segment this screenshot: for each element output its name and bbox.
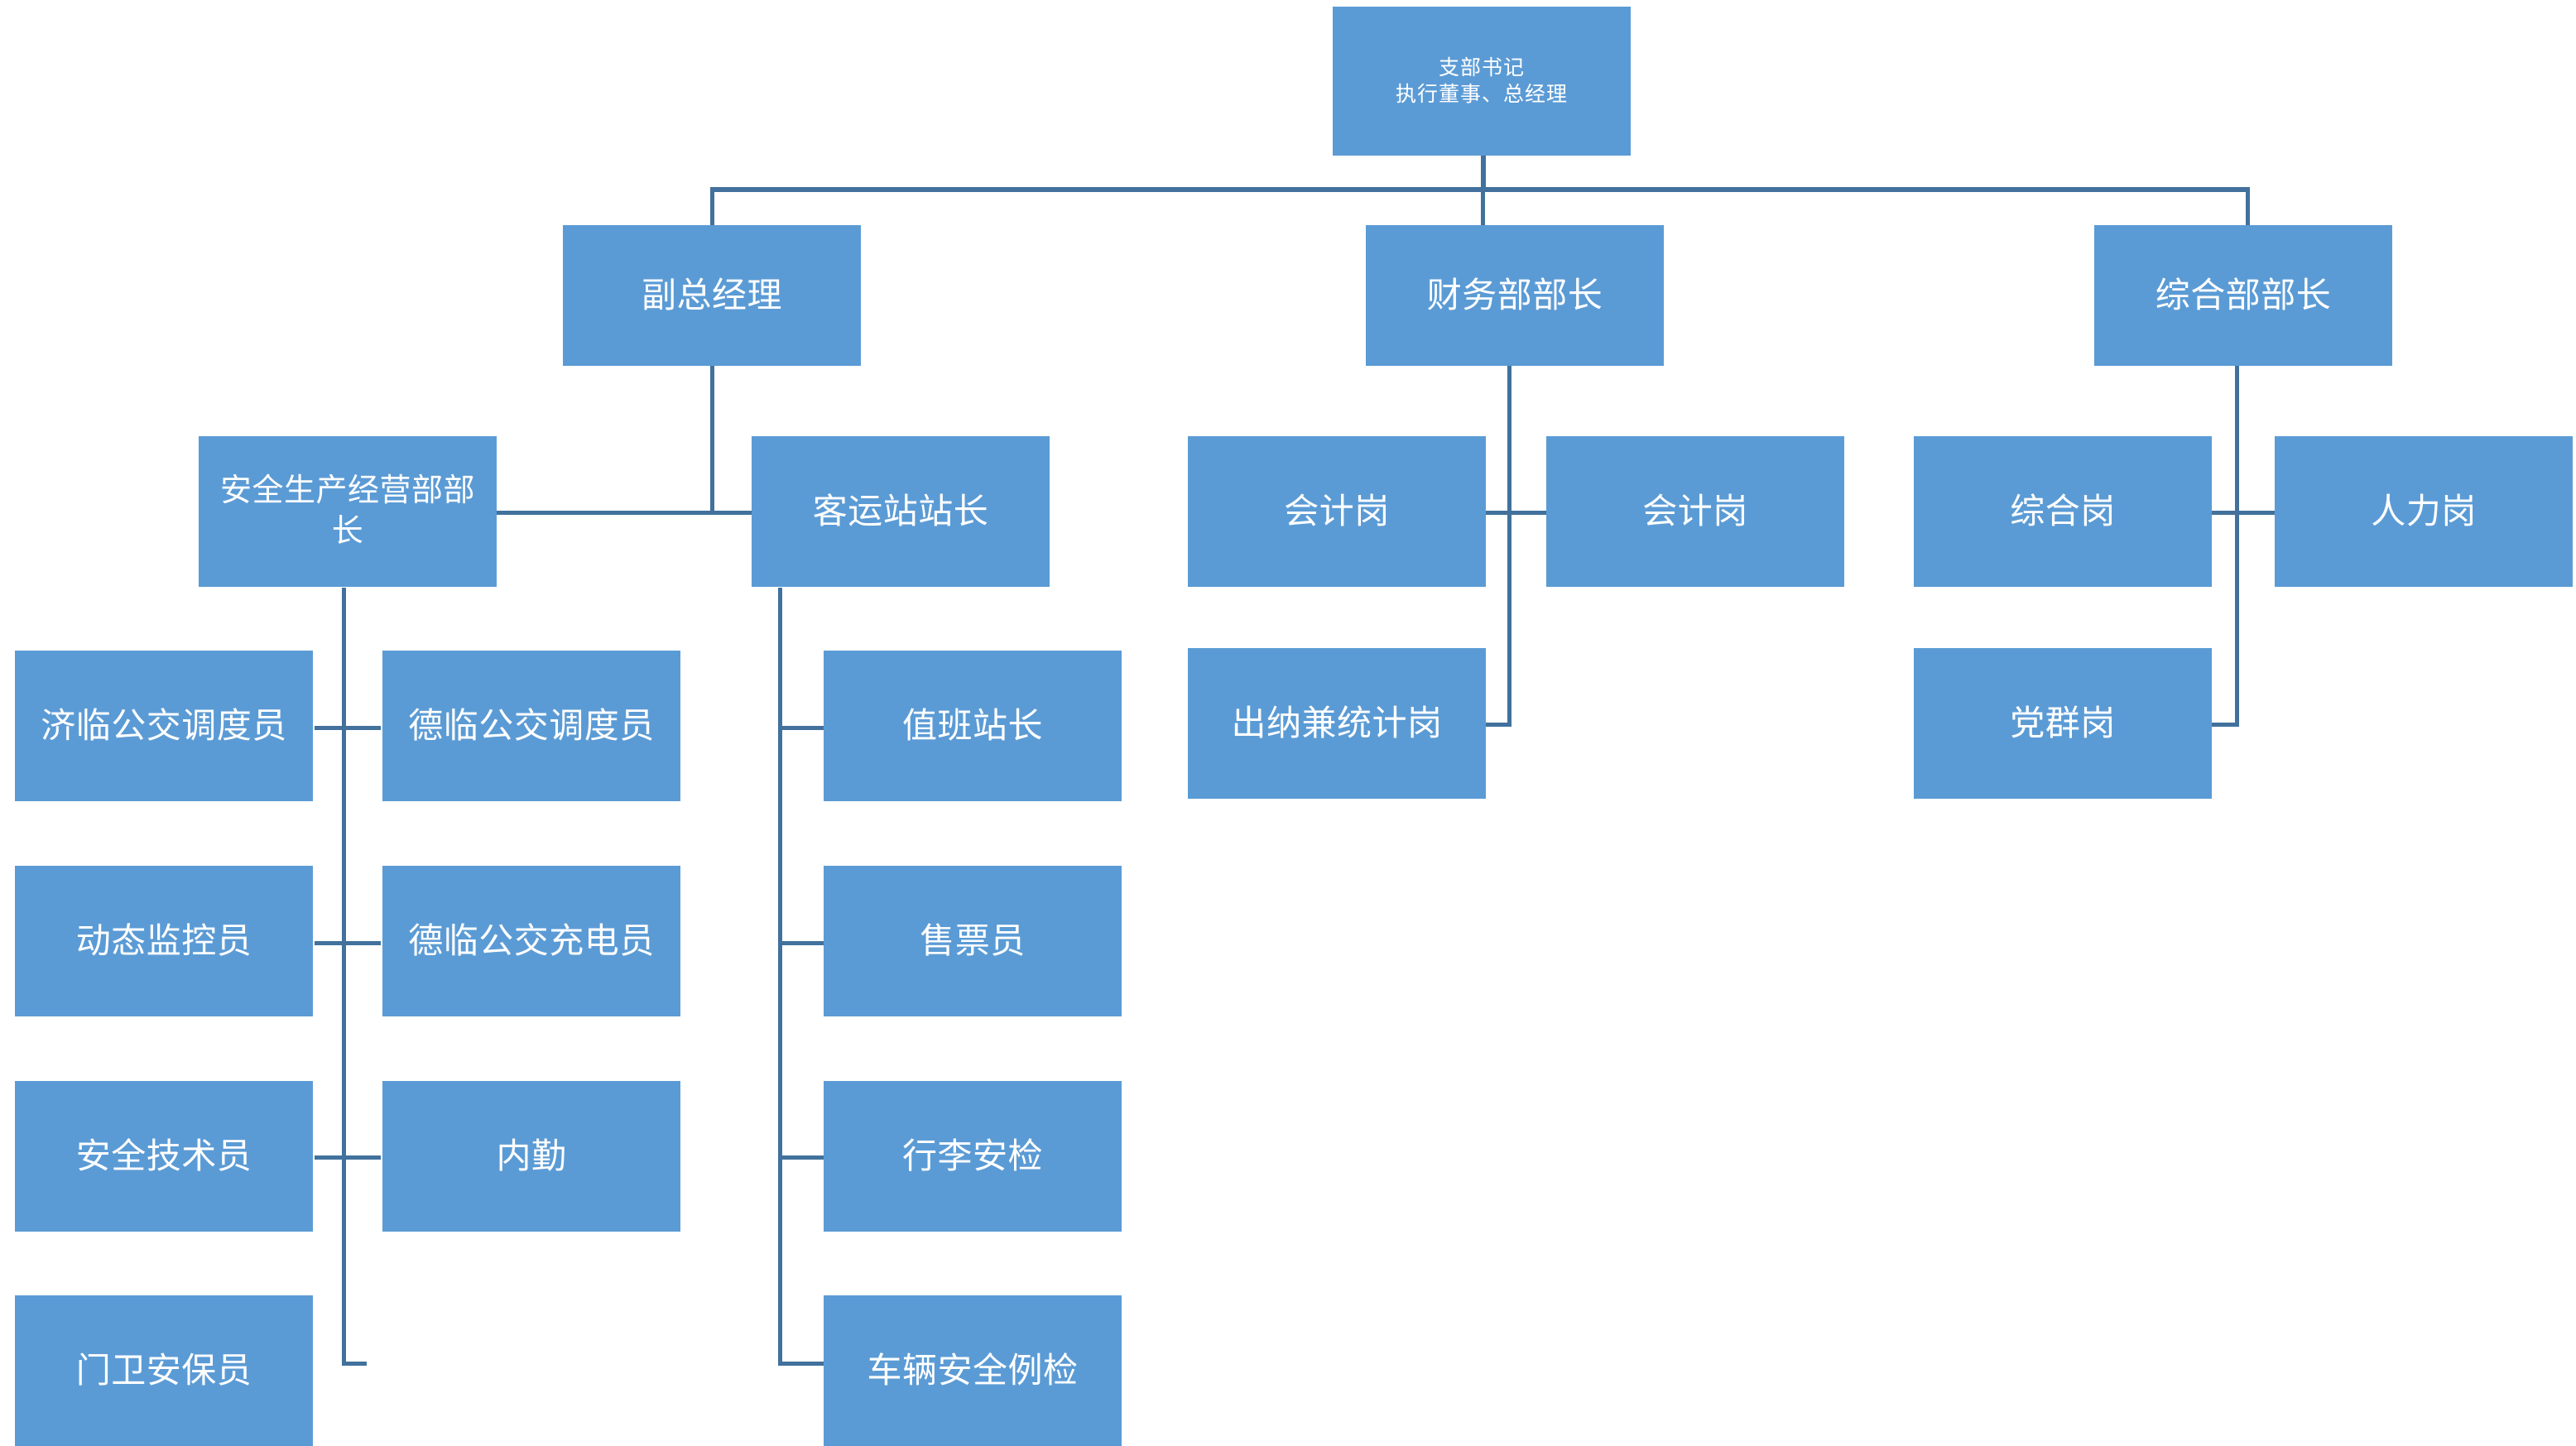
node-label: 内勤 bbox=[496, 1136, 567, 1176]
node-delin-bus-charging-operator[interactable]: 德临公交充电员 bbox=[382, 866, 680, 1016]
node-dynamic-monitoring-officer[interactable]: 动态监控员 bbox=[15, 866, 313, 1016]
node-label: 济临公交调度员 bbox=[41, 706, 287, 746]
connector-admin-row-1 bbox=[2208, 511, 2275, 515]
node-label: 出纳兼统计岗 bbox=[1231, 704, 1443, 743]
node-label-line1: 支部书记 bbox=[1438, 56, 1525, 79]
connector-safety-row-1 bbox=[315, 726, 381, 730]
node-label: 车辆安全例检 bbox=[867, 1351, 1079, 1391]
node-party-secretary[interactable]: 支部书记 执行董事、总经理 bbox=[1333, 7, 1631, 156]
node-bus-station-master[interactable]: 客运站站长 bbox=[752, 436, 1050, 587]
node-label: 会计岗 bbox=[1642, 492, 1748, 531]
node-general-affairs-post[interactable]: 综合岗 bbox=[1914, 436, 2212, 587]
connector-level2-bus bbox=[710, 187, 2250, 192]
connector-safety-row-2 bbox=[315, 941, 381, 945]
node-label: 德临公交充电员 bbox=[408, 921, 655, 961]
node-human-resources-post[interactable]: 人力岗 bbox=[2275, 436, 2573, 587]
node-safety-production-operations-department-head[interactable]: 安全生产经营部部 长 bbox=[199, 436, 497, 587]
node-label: 德临公交调度员 bbox=[408, 706, 655, 746]
node-cashier-and-statistics-post[interactable]: 出纳兼统计岗 bbox=[1188, 648, 1486, 799]
node-label: 安全技术员 bbox=[75, 1136, 252, 1176]
node-label-line2: 长 bbox=[331, 514, 364, 549]
node-label: 综合岗 bbox=[2010, 492, 2116, 531]
node-office-clerk[interactable]: 内勤 bbox=[382, 1081, 680, 1232]
node-label: 财务部部长 bbox=[1426, 276, 1603, 315]
connector-safety-dept-foot bbox=[342, 1362, 367, 1366]
connector-drop-finance-head bbox=[1481, 187, 1485, 228]
node-duty-station-master[interactable]: 值班站长 bbox=[824, 651, 1122, 801]
node-label-line1: 安全生产经营部部 bbox=[219, 473, 475, 509]
connector-finance-row-2 bbox=[1482, 723, 1511, 727]
node-finance-department-head[interactable]: 财务部部长 bbox=[1366, 225, 1664, 366]
connector-deputy-gm-crossbar bbox=[497, 511, 752, 515]
connector-bus-station-row-3 bbox=[778, 1155, 828, 1160]
node-label: 行李安检 bbox=[901, 1136, 1043, 1176]
connector-finance-row-1 bbox=[1482, 511, 1548, 515]
node-ticket-seller[interactable]: 售票员 bbox=[824, 866, 1122, 1016]
node-general-affairs-department-head[interactable]: 综合部部长 bbox=[2094, 225, 2392, 366]
node-vehicle-safety-routine-inspection[interactable]: 车辆安全例检 bbox=[824, 1295, 1122, 1446]
node-deputy-general-manager[interactable]: 副总经理 bbox=[563, 225, 861, 366]
connector-safety-dept-spine bbox=[342, 588, 346, 1366]
connector-bus-station-row-2 bbox=[778, 941, 828, 945]
node-label: 党群岗 bbox=[2010, 704, 2116, 743]
node-safety-technician[interactable]: 安全技术员 bbox=[15, 1081, 313, 1232]
connector-finance-spine bbox=[1507, 363, 1511, 727]
node-label: 会计岗 bbox=[1284, 492, 1390, 531]
node-baggage-security-check[interactable]: 行李安检 bbox=[824, 1081, 1122, 1232]
node-label: 副总经理 bbox=[641, 276, 782, 315]
node-label-line2: 执行董事、总经理 bbox=[1395, 83, 1568, 106]
node-label: 动态监控员 bbox=[75, 921, 252, 961]
node-label: 值班站长 bbox=[901, 706, 1043, 746]
node-label: 客运站站长 bbox=[812, 492, 989, 531]
connector-drop-admin-head bbox=[2246, 187, 2250, 228]
connector-admin-spine bbox=[2235, 363, 2239, 727]
connector-bus-station-spine bbox=[778, 588, 782, 1366]
node-label: 综合部部长 bbox=[2155, 276, 2332, 315]
connector-admin-row-2 bbox=[2208, 723, 2239, 727]
node-party-and-mass-work-post[interactable]: 党群岗 bbox=[1914, 648, 2212, 799]
connector-drop-deputy-gm bbox=[710, 187, 714, 228]
node-label: 人力岗 bbox=[2371, 492, 2477, 531]
connector-deputy-gm-spine bbox=[710, 363, 714, 515]
connector-bus-station-row-4 bbox=[778, 1362, 828, 1366]
node-label: 门卫安保员 bbox=[75, 1351, 252, 1391]
connector-safety-row-3 bbox=[315, 1155, 381, 1160]
node-jilin-bus-dispatcher[interactable]: 济临公交调度员 bbox=[15, 651, 313, 801]
node-accountant-post-1[interactable]: 会计岗 bbox=[1188, 436, 1486, 587]
node-accountant-post-2[interactable]: 会计岗 bbox=[1546, 436, 1844, 587]
node-delin-bus-dispatcher[interactable]: 德临公交调度员 bbox=[382, 651, 680, 801]
connector-root-drop bbox=[1481, 153, 1486, 190]
node-label: 售票员 bbox=[920, 921, 1026, 961]
connector-bus-station-row-1 bbox=[778, 726, 828, 730]
node-gate-security-guard[interactable]: 门卫安保员 bbox=[15, 1295, 313, 1446]
